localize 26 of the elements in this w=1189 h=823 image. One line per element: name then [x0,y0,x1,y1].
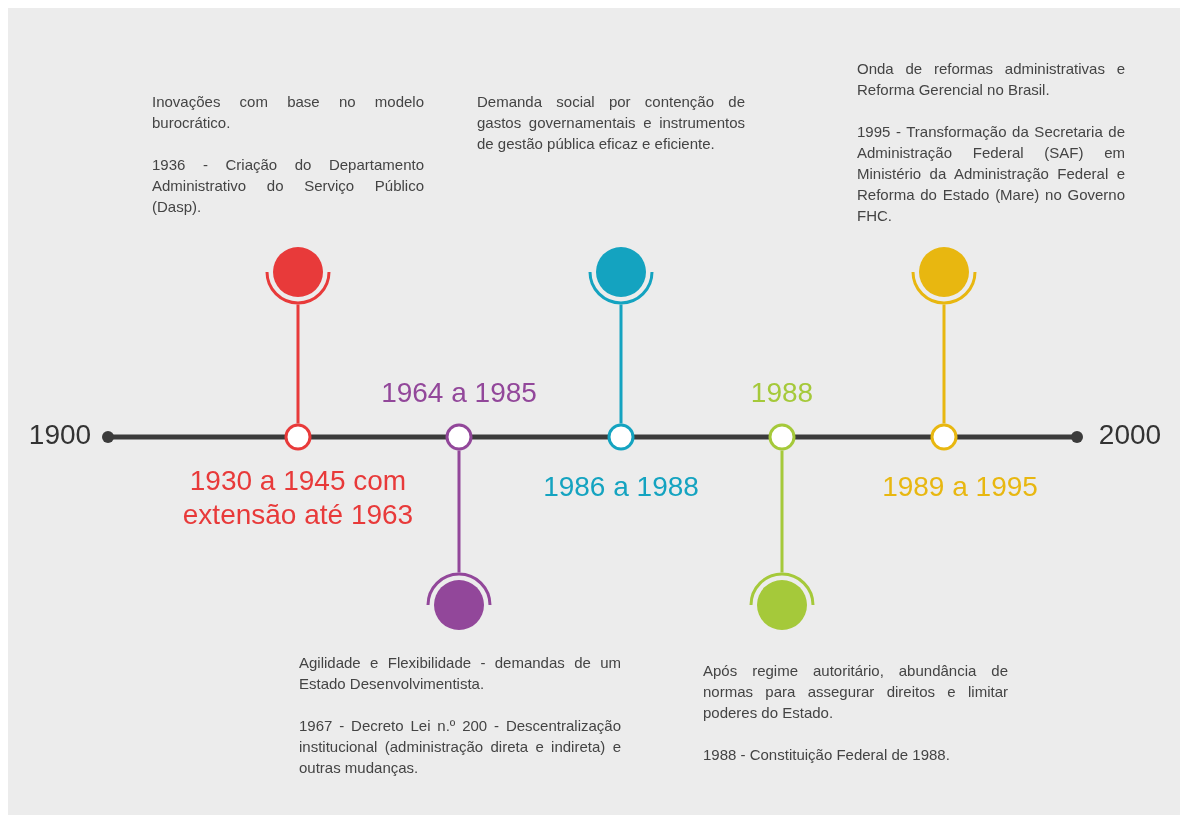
description-text: Após regime autoritário, abundância de normas para assegurar direitos e limitar poderes do Estado. [703,661,1008,723]
period-label: 1930 a 1945 com extensão até 1963 [181,464,415,532]
period-label: 1988 [749,376,815,410]
period-label: 1986 a 1988 [542,470,700,504]
timeline-marker [929,422,959,452]
description-text: Inovações com base no modelo burocrático. [152,92,424,133]
description-text: 1936 - Criação do Departamento Administrativo do Serviço Público (Dasp). [152,155,424,217]
description-text: Agilidade e Flexibilidade - demandas de um Estado Desenvolvimentista. [299,653,621,694]
connector-line [619,304,623,424]
description-text: 1988 - Constituição Federal de 1988. [703,745,951,765]
description-text: Onda de reformas administrativas e Reforma Gerencial no Brasil. [857,59,1125,100]
timeline-marker [283,422,313,452]
description-text: Demanda social por contenção de gastos governamentais e instrumentos de gestão pública eficaz e eficiente. [477,92,745,154]
timeline-marker [606,422,636,452]
timeline-marker [444,422,474,452]
connector-line [296,304,300,424]
timeline-marker [767,422,797,452]
connector-line [780,450,784,573]
period-label: 1989 a 1995 [881,470,1039,504]
year-label: 1900 [27,418,93,452]
description-text: 1967 - Decreto Lei n.º 200 - Descentralização institucional (administração direta e indireta) e outras mudanças. [299,716,621,778]
year-label: 2000 [1097,418,1163,452]
period-label: 1964 a 1985 [380,376,538,410]
connector-line [457,450,461,573]
connector-line [942,304,946,424]
description-text: 1995 - Transformação da Secretaria de Administração Federal (SAF) em Ministério da Administração Federal e Reforma do Estado (Mare) no Governo FHC. [857,122,1125,226]
